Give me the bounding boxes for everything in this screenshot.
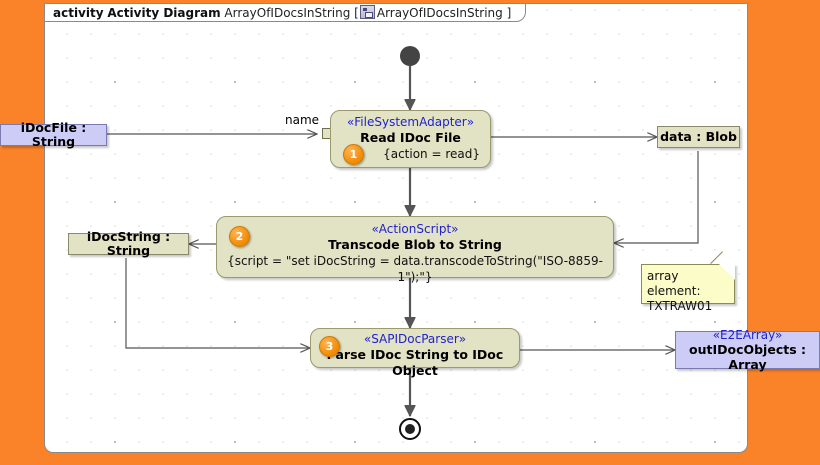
action-1-tagged-value: {action = read}: [383, 147, 480, 161]
frame-keyword: activity: [53, 6, 104, 20]
output-parameter-stereotype: «E2EArray»: [712, 328, 783, 343]
action-3-stereotype: «SAPIDocParser»: [363, 332, 467, 346]
action-read-idoc-file[interactable]: «FileSystemAdapter» Read IDoc File {acti…: [330, 110, 491, 168]
object-node-idocstring[interactable]: iDocString : String: [68, 229, 189, 258]
object-node-data-blob-label: data : Blob: [660, 128, 737, 144]
action-1-stereotype: «FileSystemAdapter»: [346, 115, 475, 129]
action-transcode-blob-to-string[interactable]: «ActionScript» Transcode Blob to String …: [216, 216, 614, 284]
output-parameter-outidocobjects[interactable]: «E2EArray» outIDocObjects : Array: [675, 328, 820, 372]
frame-bracket-close: ]: [506, 6, 512, 20]
action-2-stereotype: «ActionScript»: [371, 222, 459, 236]
note-line-2: TXTRAW01: [647, 299, 713, 313]
classifier-icon: [359, 5, 375, 19]
note-fold-icon: [719, 264, 735, 280]
frame-bracket-open: [: [354, 6, 359, 20]
input-parameter-label: iDocFile : String: [20, 119, 87, 149]
action-2-tagged-value: {script = "set iDocString = data.transco…: [227, 254, 603, 284]
action-parse-idoc-string[interactable]: «SAPIDocParser» Parse IDoc String to IDo…: [310, 328, 520, 378]
diagram-frame-label[interactable]: activity Activity Diagram ArrayOfIDocsIn…: [44, 3, 527, 22]
final-node[interactable]: [399, 418, 421, 440]
action-1-name: Read IDoc File: [360, 130, 461, 145]
action-2-badge[interactable]: 2: [229, 226, 250, 247]
frame-kind: Activity Diagram: [107, 6, 221, 20]
edge-label-name: name: [285, 113, 320, 127]
note-array-element[interactable]: array element: TXTRAW01: [641, 251, 735, 313]
object-node-idocstring-label: iDocString : String: [86, 228, 171, 258]
action-3-badge[interactable]: 3: [319, 336, 340, 357]
input-parameter-idocfile[interactable]: iDocFile : String: [0, 120, 107, 149]
initial-node[interactable]: [400, 46, 420, 66]
frame-classifier: ArrayOfIDocsInString: [376, 6, 503, 20]
action-3-name: Parse IDoc String to IDoc Object: [326, 347, 504, 378]
note-line-1: array element:: [647, 269, 701, 298]
output-parameter-label: outIDocObjects : Array: [689, 342, 806, 372]
object-node-data-blob[interactable]: data : Blob: [657, 126, 740, 148]
action-1-badge[interactable]: 1: [343, 144, 364, 165]
action-2-name: Transcode Blob to String: [328, 237, 502, 252]
frame-name: ArrayOfIDocsInString: [224, 6, 351, 20]
